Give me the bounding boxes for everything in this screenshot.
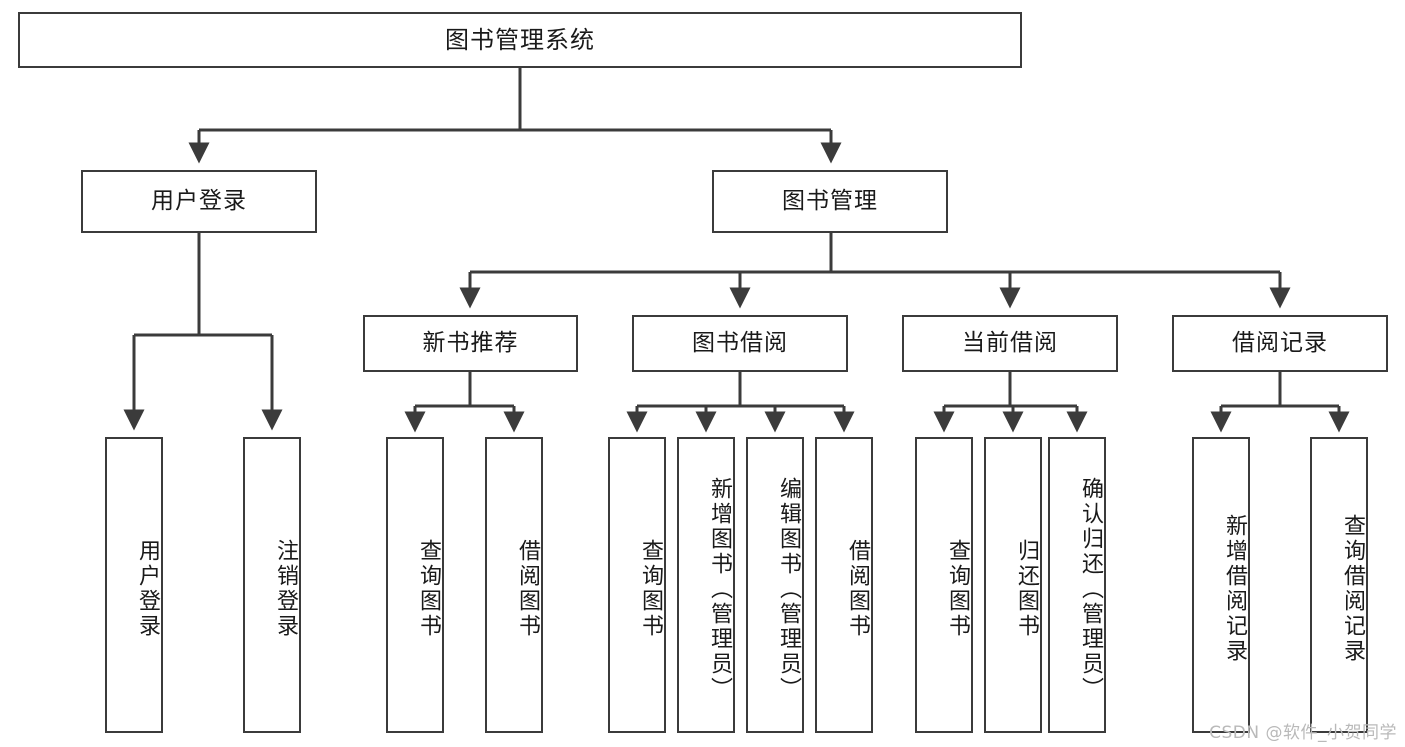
leaf-book-borrow-borrow[interactable]: 借阅图书 — [815, 437, 873, 733]
leaf-current-borrow-confirm-admin[interactable]: 确认归还（管理员） — [1048, 437, 1106, 733]
node-label: 确认归还（管理员） — [1078, 476, 1103, 702]
node-label: 编辑图书（管理员） — [776, 476, 801, 702]
node-label: 新书推荐 — [422, 329, 519, 356]
node-label: 借阅图书 — [845, 539, 870, 639]
leaf-current-borrow-query[interactable]: 查询图书 — [915, 437, 973, 733]
leaf-borrow-record-query[interactable]: 查询借阅记录 — [1310, 437, 1368, 733]
node-label: 查询借阅记录 — [1340, 514, 1365, 664]
node-root-book-management-system[interactable]: 图书管理系统 — [18, 12, 1022, 68]
node-label: 新增借阅记录 — [1222, 514, 1247, 664]
node-label: 图书管理 — [782, 187, 878, 214]
node-label: 图书管理系统 — [445, 25, 595, 54]
node-label: 用户登录 — [135, 539, 160, 639]
node-book-management[interactable]: 图书管理 — [712, 170, 948, 233]
node-label: 查询图书 — [416, 539, 441, 639]
node-label: 借阅图书 — [515, 539, 540, 639]
leaf-new-book-borrow[interactable]: 借阅图书 — [485, 437, 543, 733]
leaf-book-borrow-edit-admin[interactable]: 编辑图书（管理员） — [746, 437, 804, 733]
node-book-borrow[interactable]: 图书借阅 — [632, 315, 848, 372]
leaf-borrow-record-add[interactable]: 新增借阅记录 — [1192, 437, 1250, 733]
node-borrow-record[interactable]: 借阅记录 — [1172, 315, 1388, 372]
node-user-login[interactable]: 用户登录 — [81, 170, 317, 233]
node-new-book-recommend[interactable]: 新书推荐 — [363, 315, 578, 372]
node-label: 用户登录 — [151, 187, 247, 214]
leaf-book-borrow-add-admin[interactable]: 新增图书（管理员） — [677, 437, 735, 733]
node-label: 借阅记录 — [1232, 329, 1328, 356]
node-label: 查询图书 — [638, 539, 663, 639]
leaf-current-borrow-return[interactable]: 归还图书 — [984, 437, 1042, 733]
node-label: 注销登录 — [273, 539, 298, 639]
node-label: 归还图书 — [1014, 539, 1039, 639]
node-label: 新增图书（管理员） — [707, 476, 732, 702]
leaf-user-login-logout[interactable]: 注销登录 — [243, 437, 301, 733]
csdn-watermark: CSDN @软件_小贺同学 — [1209, 723, 1397, 743]
leaf-book-borrow-query[interactable]: 查询图书 — [608, 437, 666, 733]
node-label: 查询图书 — [945, 539, 970, 639]
leaf-user-login-login[interactable]: 用户登录 — [105, 437, 163, 733]
node-label: 当前借阅 — [962, 329, 1058, 356]
leaf-new-book-query[interactable]: 查询图书 — [386, 437, 444, 733]
node-label: 图书借阅 — [692, 329, 788, 356]
node-current-borrow[interactable]: 当前借阅 — [902, 315, 1118, 372]
